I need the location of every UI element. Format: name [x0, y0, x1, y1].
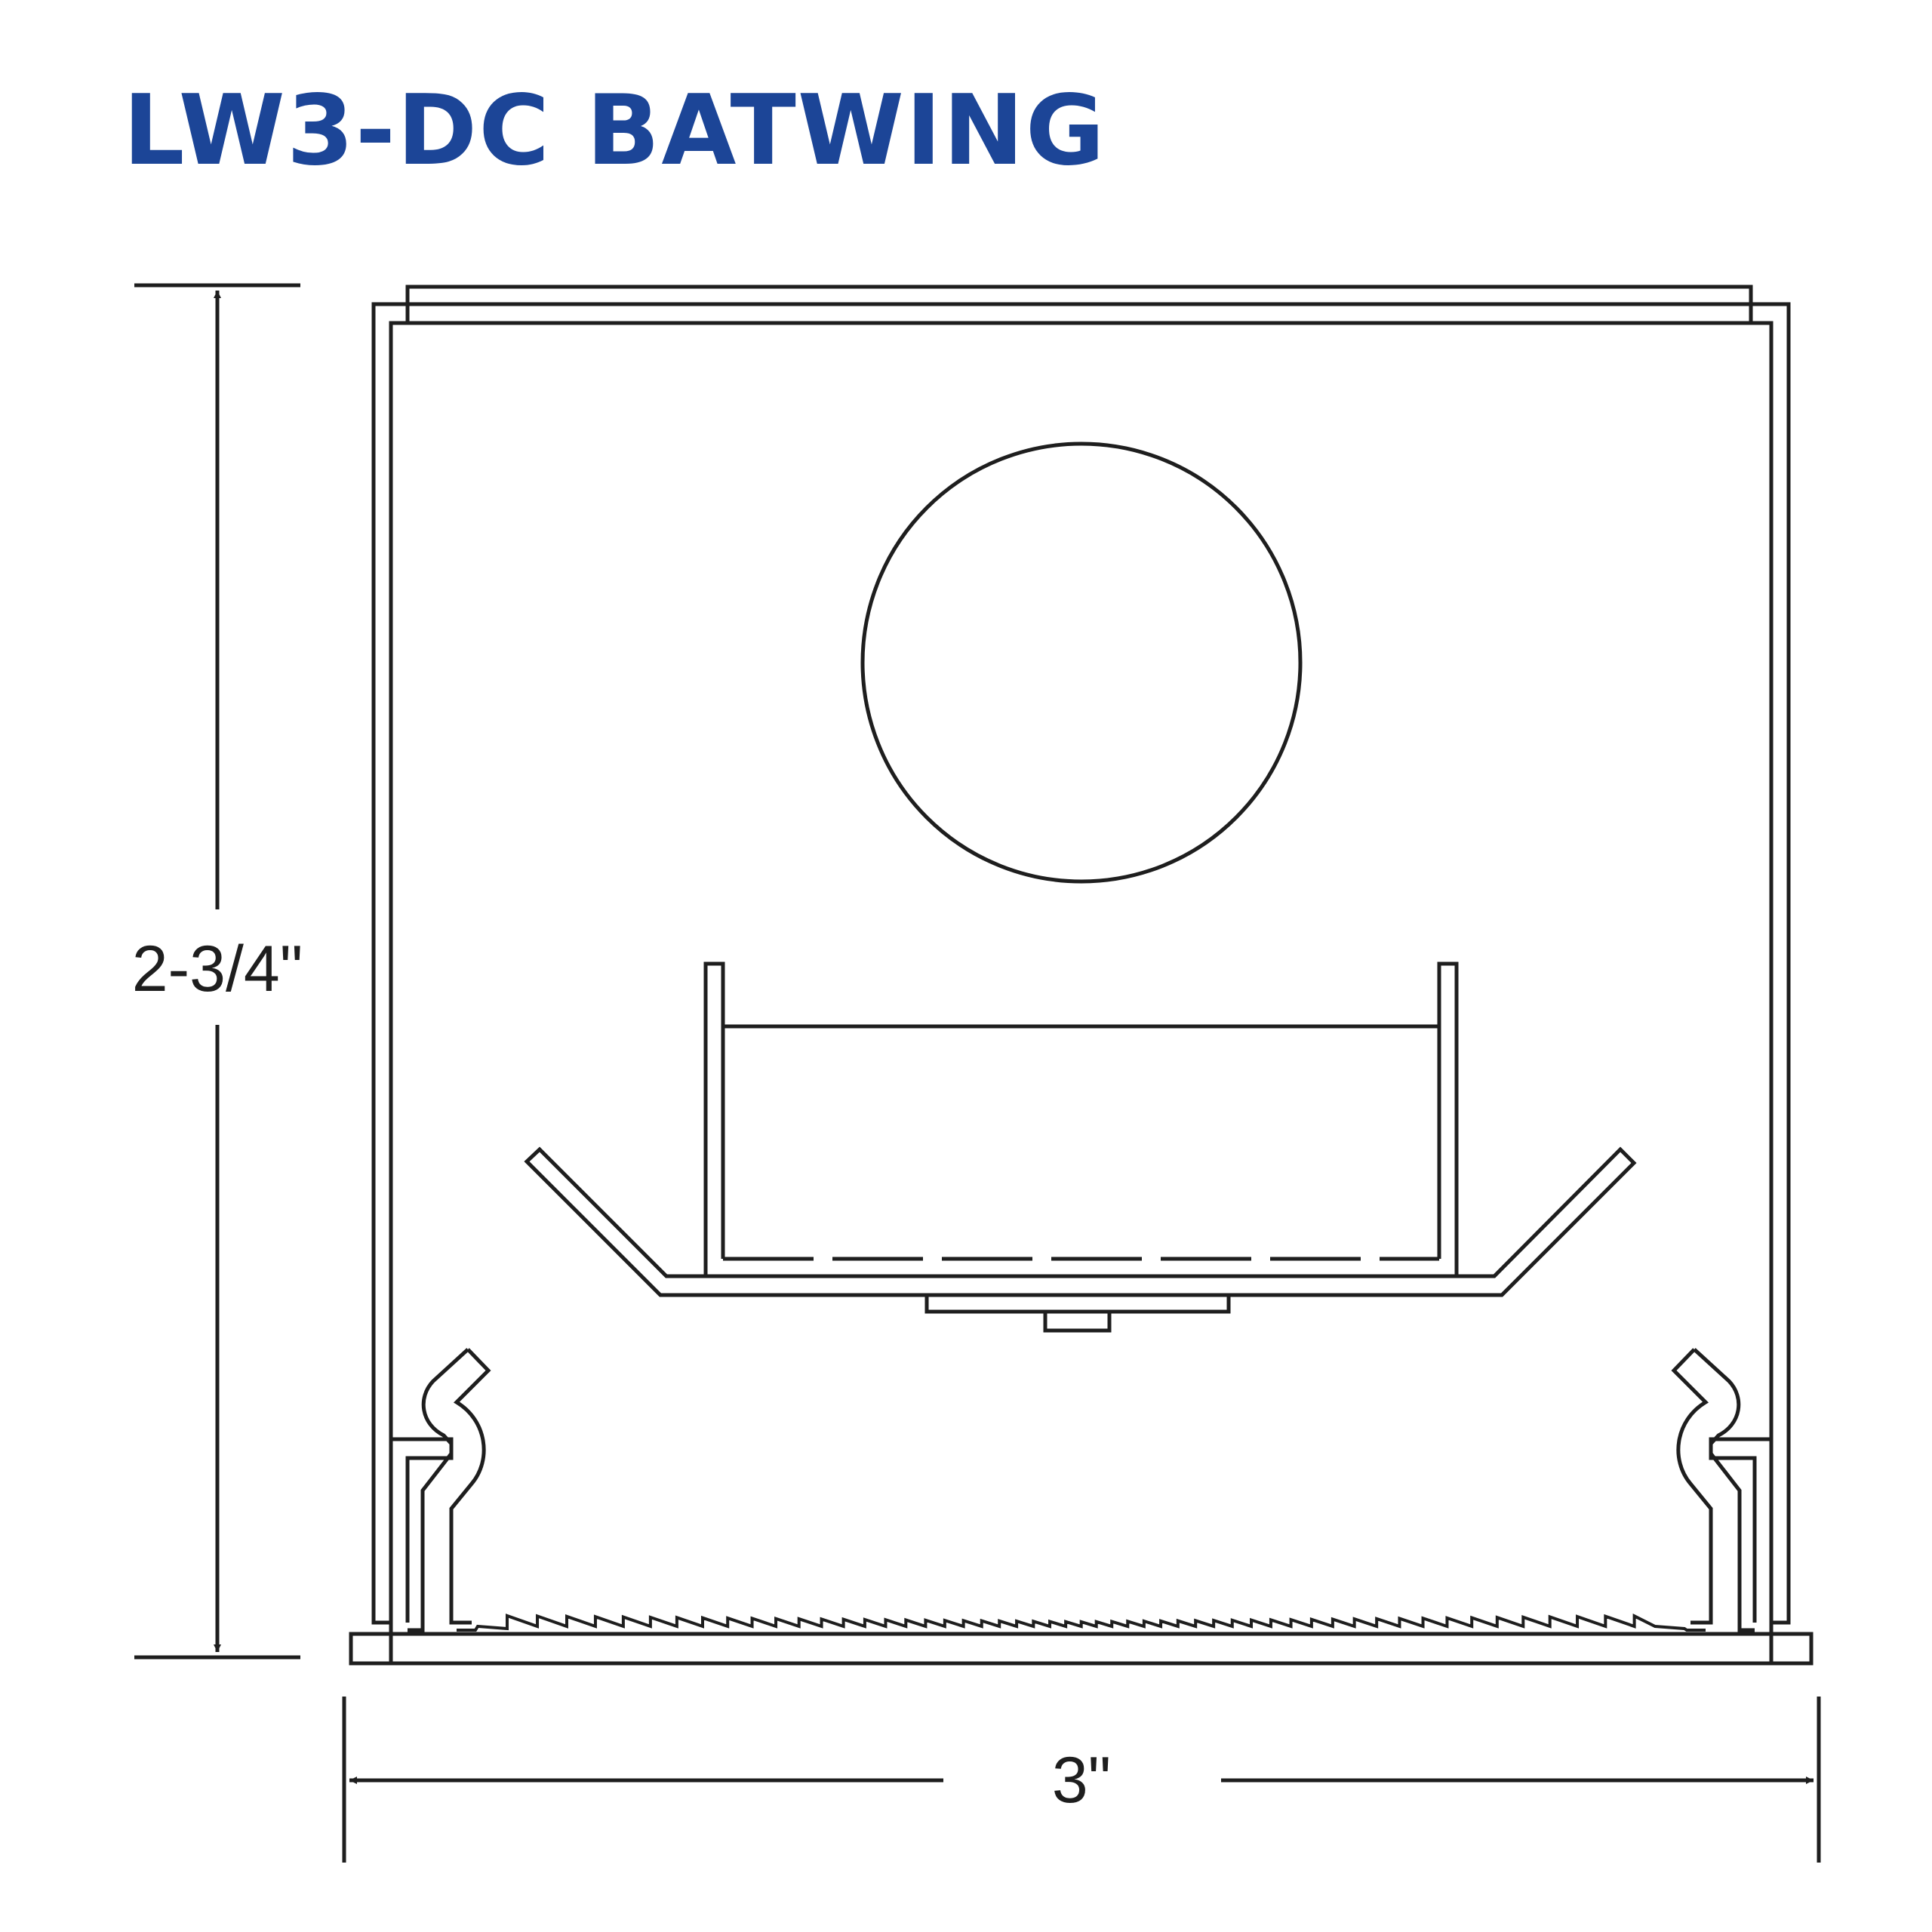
housing-base: [349, 1632, 1814, 1666]
diffuser-lens: [457, 1614, 1706, 1632]
height-label: 2-3/4": [132, 933, 303, 1005]
left-spring-clip: [391, 1348, 491, 1632]
height-dimension: 2-3/4": [132, 283, 303, 1660]
mount-plate: [924, 1295, 1231, 1314]
housing-outline: [349, 285, 1814, 1666]
carrier-right-post: [1437, 961, 1459, 1277]
wire-port-circle: [860, 441, 1303, 884]
batwing-reflector: [524, 1146, 1637, 1297]
width-label: 3": [1052, 1744, 1111, 1817]
width-dimension: 3": [342, 1697, 1821, 1863]
housing-inner-wall: [389, 321, 1774, 1635]
diagram-title: LW3-DC BATWING: [123, 75, 1106, 187]
carrier-left-post: [703, 961, 725, 1277]
right-spring-clip: [1671, 1348, 1771, 1632]
housing-outer-wall: [371, 302, 1791, 1625]
led-carrier: [703, 961, 1459, 1277]
mount-tab: [1043, 1312, 1112, 1333]
